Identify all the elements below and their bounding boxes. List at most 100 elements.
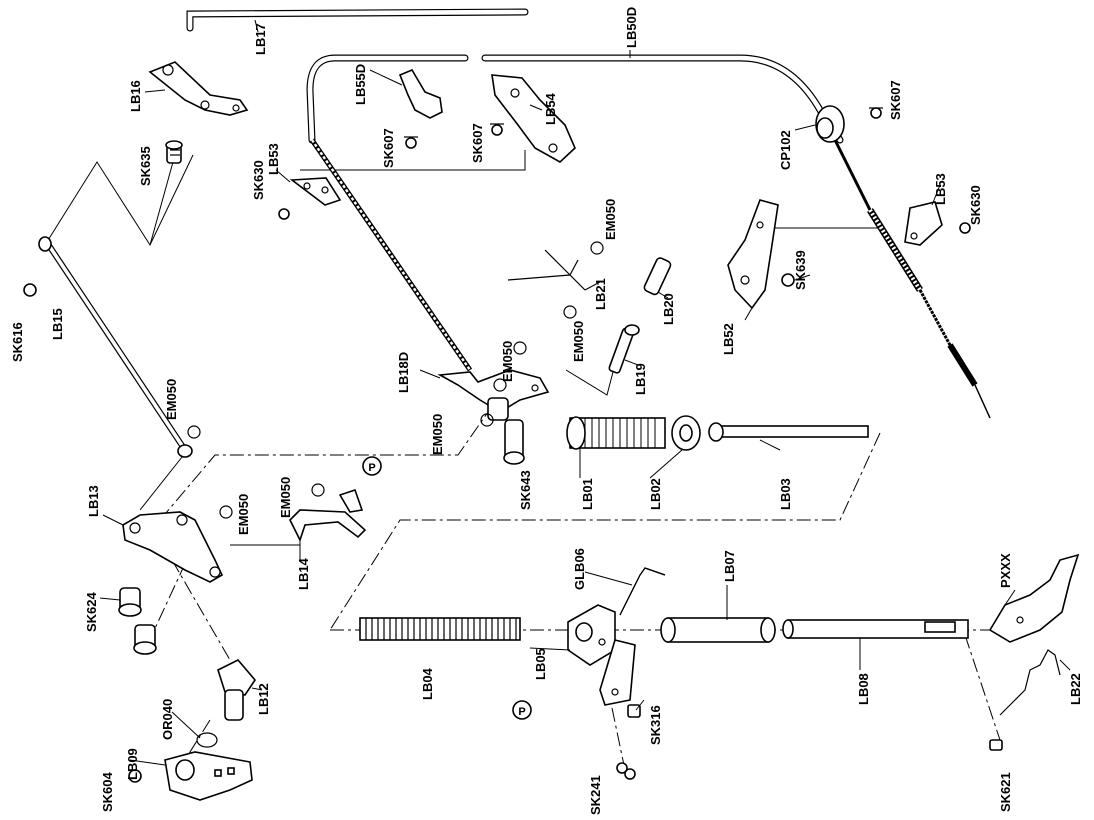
label-sk607-b: SK607 xyxy=(470,123,485,163)
rod-lb17 xyxy=(186,8,529,32)
label-glb06: GLB06 xyxy=(572,548,587,590)
part-cp102 xyxy=(815,105,845,143)
screw-sk630-left xyxy=(278,208,290,220)
screw-sk621 xyxy=(989,739,1003,751)
label-lb04: LB04 xyxy=(420,667,435,700)
part-lb16 xyxy=(148,61,249,116)
label-lb02: LB02 xyxy=(648,478,663,510)
label-pxxx: PXXX xyxy=(998,553,1013,588)
part-lb18d-boss xyxy=(487,397,509,421)
part-lb55d xyxy=(398,68,443,119)
label-lb08: LB08 xyxy=(856,673,871,705)
label-lb05: LB05 xyxy=(533,648,548,680)
label-em050-a: EM050 xyxy=(603,199,618,240)
part-glb06 xyxy=(599,567,666,706)
screw-sk607-c xyxy=(869,107,883,119)
spring-lb22 xyxy=(999,649,1061,716)
tube-lb07 xyxy=(660,617,776,643)
rod-lb03 xyxy=(708,422,869,442)
part-lb18d xyxy=(437,369,550,413)
part-labels: LB17 LB50D LB16 SK635 LB55D SK607 SK607 … xyxy=(10,7,1083,815)
label-lb53-right: LB53 xyxy=(933,173,948,205)
screw-sk635 xyxy=(165,140,183,164)
label-sk241: SK241 xyxy=(588,775,603,815)
screw-sk624-b xyxy=(133,624,157,655)
label-lb03: LB03 xyxy=(778,478,793,510)
label-sk316: SK316 xyxy=(648,705,663,745)
label-lb55d: LB55D xyxy=(353,64,368,105)
label-sk616: SK616 xyxy=(10,322,25,362)
label-lb19: LB19 xyxy=(633,363,648,395)
part-lb54 xyxy=(491,74,576,163)
cable-right xyxy=(833,139,991,419)
label-em050-g: EM050 xyxy=(278,477,293,518)
label-lb14: LB14 xyxy=(296,557,311,590)
screw-sk639 xyxy=(781,273,795,287)
part-lb21 xyxy=(507,249,586,291)
spring-lb04 xyxy=(359,617,521,641)
cable-left xyxy=(309,138,473,372)
label-lb17: LB17 xyxy=(253,23,268,55)
label-sk607-c: SK607 xyxy=(888,80,903,120)
label-lb12: LB12 xyxy=(256,683,271,715)
label-sk630-left: SK630 xyxy=(251,160,266,200)
screw-sk630-right xyxy=(959,222,971,234)
screw-sk241 xyxy=(616,762,636,780)
part-lb13 xyxy=(122,511,224,583)
part-lb53-left xyxy=(289,177,342,206)
label-em050-d: EM050 xyxy=(164,379,179,420)
label-leaders xyxy=(99,19,1071,766)
part-lb14 xyxy=(289,488,367,543)
part-lb53-right xyxy=(904,201,943,246)
part-lb12 xyxy=(217,659,257,721)
label-lb20: LB20 xyxy=(661,293,676,325)
label-sk607-a: SK607 xyxy=(381,128,396,168)
label-or040: OR040 xyxy=(160,699,175,740)
label-sk639: SK639 xyxy=(793,250,808,290)
label-p-marker-2: P xyxy=(518,706,525,718)
label-em050-e: EM050 xyxy=(430,414,445,455)
label-lb16: LB16 xyxy=(128,80,143,112)
screw-sk643 xyxy=(503,419,525,465)
label-em050-f: EM050 xyxy=(236,494,251,535)
oring-or040 xyxy=(196,732,218,748)
label-lb18d: LB18D xyxy=(396,352,411,393)
label-em050-c: EM050 xyxy=(500,341,515,382)
label-lb21: LB21 xyxy=(593,278,608,310)
part-pxxx xyxy=(988,553,1080,643)
screw-sk607-a xyxy=(404,136,418,149)
label-p-marker-1: P xyxy=(368,462,375,474)
screw-sk607-b xyxy=(490,123,504,136)
label-sk630-right: SK630 xyxy=(968,185,983,225)
label-sk604: SK604 xyxy=(100,771,115,812)
part-lb05 xyxy=(567,604,616,666)
label-lb15: LB15 xyxy=(50,308,65,340)
label-lb01: LB01 xyxy=(580,478,595,510)
label-lb09: LB09 xyxy=(125,748,140,780)
label-lb54: LB54 xyxy=(543,92,558,125)
p-marker-2 xyxy=(512,700,532,720)
label-lb13: LB13 xyxy=(86,485,101,517)
part-lb52 xyxy=(727,199,779,310)
label-sk621: SK621 xyxy=(998,772,1013,812)
label-lb22: LB22 xyxy=(1068,673,1083,705)
label-sk624: SK624 xyxy=(84,591,99,632)
part-lb01 xyxy=(566,416,666,450)
part-lb20 xyxy=(643,257,672,296)
part-lb09 xyxy=(164,751,253,801)
rod-lb15 xyxy=(38,236,193,458)
screw-sk616 xyxy=(23,283,37,297)
screw-sk624-a xyxy=(118,587,142,617)
label-lb50d: LB50D xyxy=(624,7,639,48)
rod-lb50d xyxy=(306,54,844,144)
part-lb02 xyxy=(671,415,701,451)
eclip-parts xyxy=(187,241,604,519)
label-cp102: CP102 xyxy=(778,130,793,170)
label-lb53-left: LB53 xyxy=(266,143,281,175)
label-lb52: LB52 xyxy=(721,323,736,355)
part-lb19 xyxy=(608,324,640,374)
label-lb07: LB07 xyxy=(722,550,737,582)
label-sk643: SK643 xyxy=(518,470,533,510)
